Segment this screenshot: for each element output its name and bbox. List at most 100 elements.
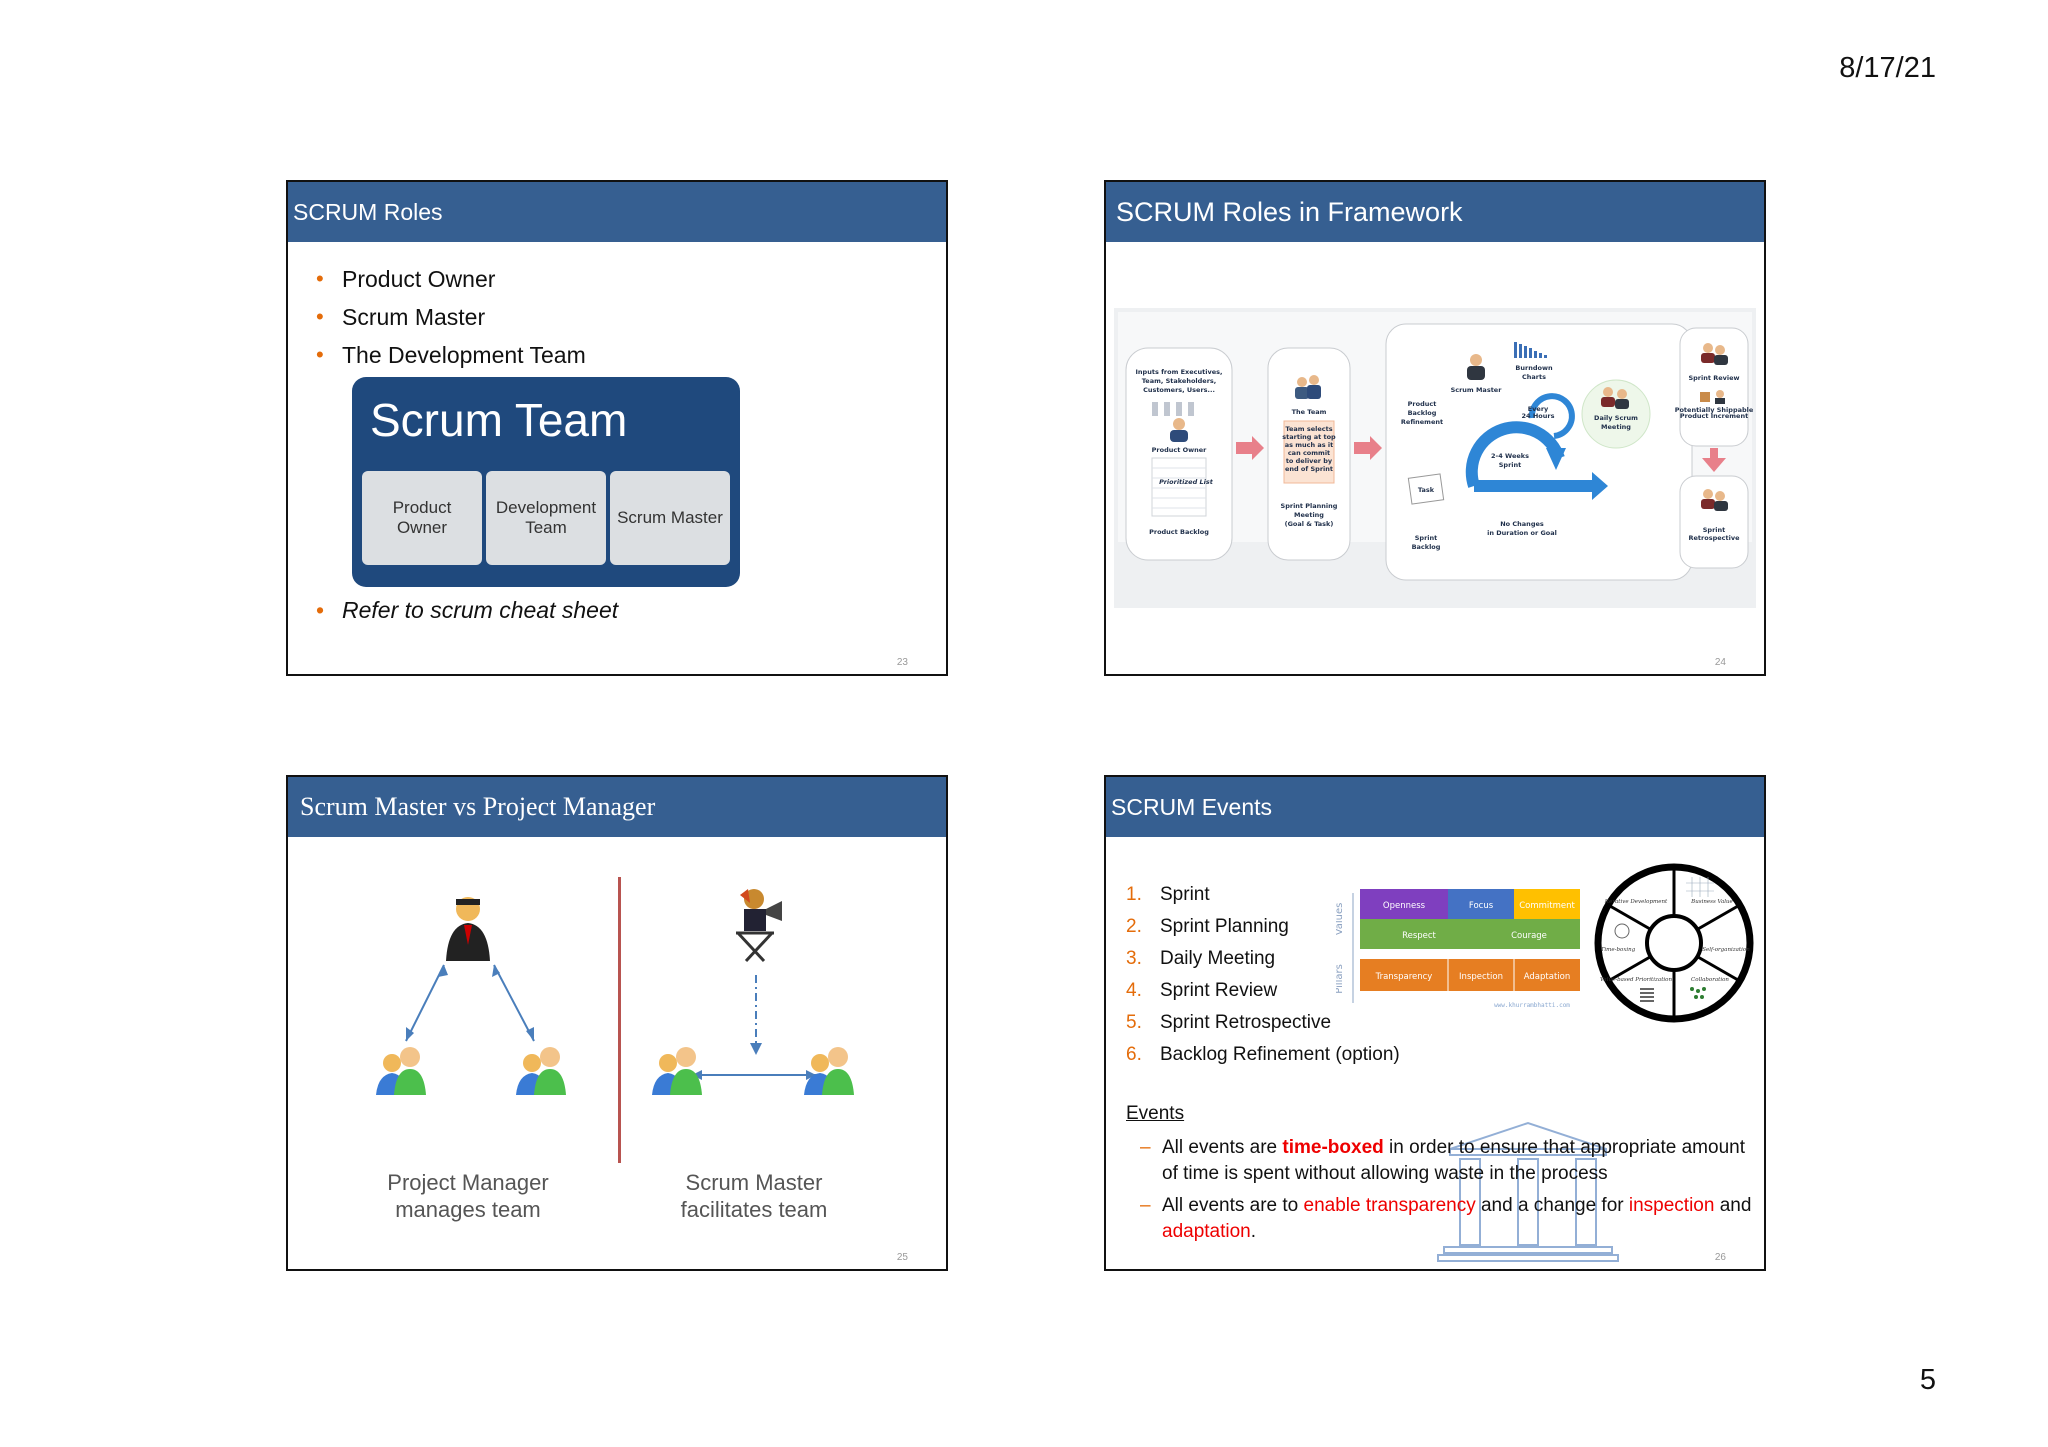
value-cell: Focus (1469, 901, 1494, 911)
list-item: Product Owner (316, 260, 586, 298)
list-lines-icon (1640, 988, 1654, 1002)
arrow-line (405, 964, 445, 1042)
team-left-icon (376, 1047, 426, 1095)
slide-title: SCRUM Events (1106, 777, 1764, 837)
wheel-label: Collaboration (1691, 977, 1729, 983)
cheat-sheet-note: Refer to scrum cheat sheet (316, 591, 618, 629)
sprint-cycle-arrow (1465, 421, 1565, 488)
slide-number: 23 (896, 657, 908, 668)
wheel-label: Value-based Prioritization (1600, 977, 1673, 983)
burndown-chart-icon (1514, 342, 1547, 358)
values-pillars-grid: Values Pillars Openness Focus Commitment… (1336, 889, 1580, 1009)
director-chair-icon (736, 889, 782, 963)
slide-sm-vs-pm: Scrum Master vs Project Manager (286, 775, 948, 1271)
pillar-cell: Adaptation (1524, 972, 1571, 982)
events-desc-2: –All events are to enable transparency a… (1140, 1195, 1752, 1242)
pillar-cell: Inspection (1459, 972, 1503, 982)
page-number: 5 (1919, 1364, 1936, 1396)
list-item: 1.Sprint (1126, 884, 1210, 905)
product-owner-icon (1170, 418, 1188, 442)
retrospective-icon (1701, 489, 1728, 511)
divider (618, 877, 621, 1163)
product-owner-label: Product Owner (1152, 446, 1208, 454)
pillars-watermark-icon (1437, 1121, 1619, 1262)
slide-number: 25 (896, 1252, 908, 1263)
inputs-text: Inputs from Executives,Team, Stakeholder… (1136, 368, 1223, 394)
grid-icon (1686, 877, 1714, 897)
events-list: 1.Sprint 2.Sprint Planning 3.Daily Meeti… (1126, 879, 1400, 1071)
arrow-right-icon (1354, 436, 1382, 460)
team-cell-product-owner: Product Owner (362, 471, 482, 565)
events-desc-1: –All events are time-boxed in order to e… (1140, 1137, 1745, 1184)
wheel-label: Business Value (1690, 899, 1733, 905)
slide-number: 26 (1714, 1252, 1726, 1263)
daily-cycle-arrow (1528, 393, 1575, 439)
product-backlog-list (1151, 457, 1207, 517)
slide-scrum-roles: SCRUM Roles Product Owner Scrum Master T… (286, 180, 948, 676)
list-item: 6.Backlog Refinement (option) (1126, 1044, 1400, 1065)
people-group-icon (1690, 987, 1706, 999)
value-cell: Openness (1383, 901, 1426, 911)
task-card-icon (1407, 473, 1445, 505)
list-item: 3.Daily Meeting (1126, 948, 1276, 969)
team-cell-development-team: Development Team (486, 471, 606, 565)
value-cell: Respect (1402, 931, 1436, 941)
list-item: 2.Sprint Planning (1126, 916, 1289, 937)
product-increment-icon (1700, 390, 1725, 404)
team-left-icon (652, 1047, 702, 1095)
clock-icon (1614, 923, 1630, 939)
list-item: 4.Sprint Review (1126, 980, 1278, 1001)
arrow-down-icon (1702, 458, 1726, 472)
arrow-right-icon (1236, 436, 1264, 460)
the-team-icon (1295, 375, 1321, 399)
principles-wheel: Iterative Development Business Value Sel… (1594, 863, 1754, 1023)
list-item: Scrum Master (316, 298, 586, 336)
product-backlog-label: Product Backlog (1149, 528, 1209, 536)
slide-number: 24 (1714, 657, 1726, 668)
team-right-icon (804, 1047, 854, 1095)
wheel-label: Time-boxing (1601, 947, 1636, 953)
scrum-team-title: Scrum Team (370, 394, 628, 446)
slide-title: SCRUM Roles in Framework (1106, 182, 1764, 242)
the-team-label: The Team (1292, 408, 1327, 416)
scrum-master-label: Scrum Master (1451, 386, 1503, 394)
sprint-review-icon (1701, 343, 1728, 365)
values-label: Values (1336, 903, 1345, 936)
scrum-team-box: Scrum Team Product Owner Development Tea… (352, 377, 740, 587)
events-heading: Events (1126, 1103, 1185, 1124)
daily-scrum-icon (1601, 387, 1629, 409)
prioritized-list-label: Prioritized List (1159, 478, 1214, 486)
pillar-cell: Transparency (1375, 972, 1433, 982)
pillars-label: Pillars (1336, 964, 1345, 994)
team-cell-scrum-master: Scrum Master (610, 471, 730, 565)
value-cell: Commitment (1519, 901, 1575, 911)
list-item: 5.Sprint Retrospective (1126, 1012, 1332, 1033)
slide-scrum-events: SCRUM Events 1.Sprint 2.Sprint Planning … (1104, 775, 1766, 1271)
wheel-label: Self-organization (1702, 947, 1750, 953)
credit-text: www.khurrambhatti.com (1494, 1002, 1570, 1009)
arrows-down-icon (1152, 402, 1194, 416)
roles-list: Product Owner Scrum Master The Developme… (316, 260, 586, 374)
scrum-master-icon (1467, 354, 1485, 380)
slide-roles-framework: SCRUM Roles in Framework Inputs from Exe… (1104, 180, 1766, 676)
sprint-review-label: Sprint Review (1688, 374, 1739, 382)
task-label: Task (1418, 486, 1435, 494)
manager-icon (446, 897, 490, 961)
slide-title: SCRUM Roles (288, 182, 946, 242)
slide-title: Scrum Master vs Project Manager (288, 777, 946, 837)
wheel-label: Iterative Development (1604, 899, 1668, 905)
value-cell: Courage (1511, 931, 1547, 941)
team-right-icon (516, 1047, 566, 1095)
